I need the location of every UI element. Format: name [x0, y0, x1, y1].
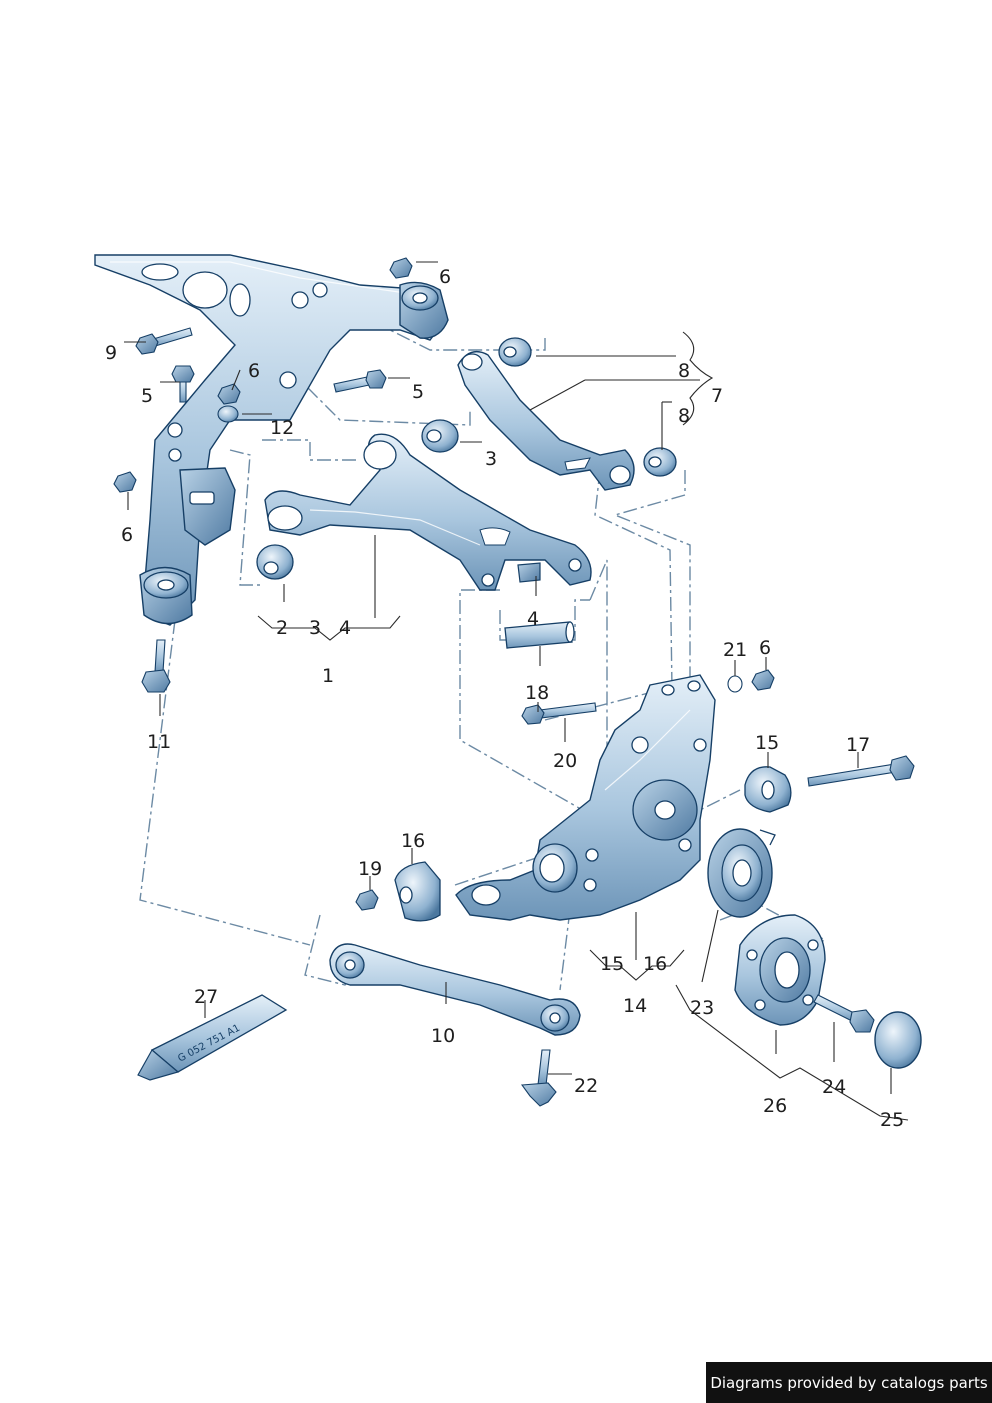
part-label-14: 14: [623, 995, 647, 1017]
wishbone-bushings: [256, 419, 575, 649]
part-label-20: 20: [553, 750, 577, 772]
arm-bushings-8: [498, 337, 677, 477]
part-label-22: 22: [574, 1075, 598, 1097]
credit-badge: Diagrams provided by catalogs parts: [706, 1362, 992, 1403]
part-label-19: 19: [358, 858, 382, 880]
bolts-and-nuts: [113, 257, 915, 1107]
wheel-bearing: [707, 828, 776, 918]
part-labels: 1 2 3 4 3 4 5 5 6 6 6 6 7 8 8 9 10 11 12…: [105, 266, 904, 1131]
part-label-24: 24: [822, 1076, 846, 1098]
part-label-21: 21: [723, 639, 747, 661]
part-label-10: 10: [431, 1025, 455, 1047]
part-label-3: 3: [309, 617, 321, 639]
part-label-6b: 6: [248, 360, 260, 382]
bushings-15-16: [394, 766, 792, 922]
leader-lines: [124, 261, 909, 1121]
part-label-11: 11: [147, 731, 171, 753]
part-label-8b: 8: [678, 405, 690, 427]
part-label-15b: 15: [600, 953, 624, 975]
part-label-6d: 6: [759, 637, 771, 659]
part-label-9: 9: [105, 342, 117, 364]
part-label-7: 7: [711, 385, 723, 407]
hub-cap: [874, 1011, 922, 1069]
rear-subframe: [94, 254, 449, 626]
track-control-arm: [329, 943, 581, 1036]
part-label-2: 2: [276, 617, 288, 639]
wheel-carrier: [455, 674, 716, 921]
part-label-26: 26: [763, 1095, 787, 1117]
upper-control-arm: [457, 351, 635, 491]
part-label-6a: 6: [439, 266, 451, 288]
wheel-hub: [734, 914, 826, 1026]
part-label-16b: 16: [643, 953, 667, 975]
part-label-4b: 4: [527, 608, 539, 630]
part-label-5a: 5: [141, 385, 153, 407]
part-label-17: 17: [846, 734, 870, 756]
part-label-15a: 15: [755, 732, 779, 754]
part-label-5b: 5: [412, 381, 424, 403]
part-label-3b: 3: [485, 448, 497, 470]
wishbone-arm: [264, 433, 592, 591]
part-label-8a: 8: [678, 360, 690, 382]
part-label-25: 25: [880, 1109, 904, 1131]
part-label-18: 18: [525, 682, 549, 704]
part-label-4: 4: [339, 617, 351, 639]
part-label-27: 27: [194, 986, 218, 1008]
part-label-1: 1: [322, 665, 334, 687]
part-label-6c: 6: [121, 524, 133, 546]
part-label-16a: 16: [401, 830, 425, 852]
part-label-12: 12: [270, 417, 294, 439]
part-label-23: 23: [690, 997, 714, 1019]
